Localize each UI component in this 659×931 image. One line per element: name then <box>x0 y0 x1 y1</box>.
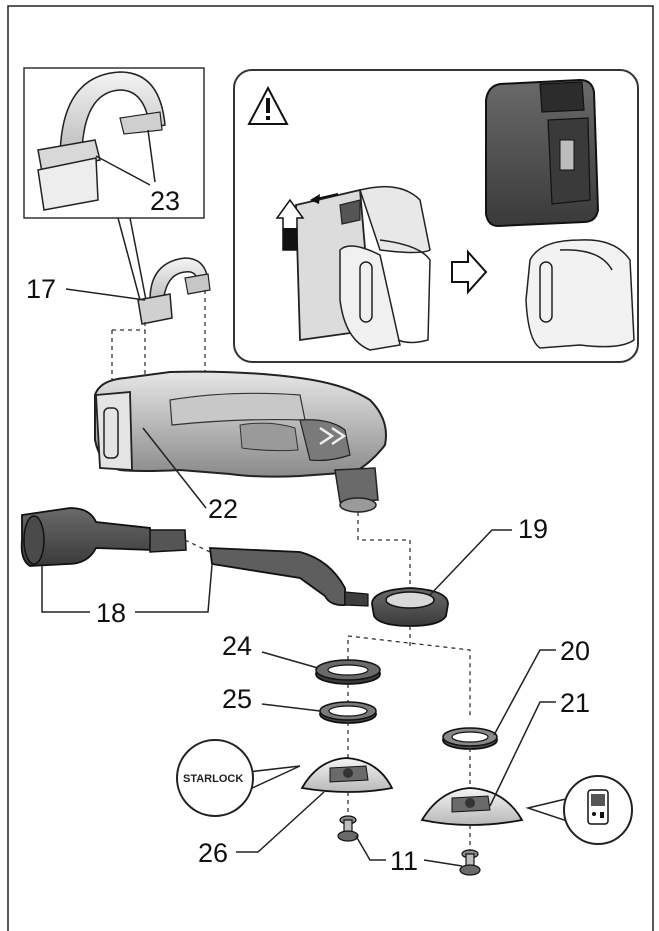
clamp-detail-box: 23 <box>23 67 205 219</box>
part-18-dust-nozzle <box>20 507 369 607</box>
part-label-23: 23 <box>150 186 180 216</box>
leader-22 <box>142 427 207 509</box>
starlock-text: STARLOCK <box>183 773 243 785</box>
page-frame <box>7 5 654 931</box>
part-label-11: 11 <box>390 846 418 876</box>
part-label-26: 26 <box>198 838 228 868</box>
part-label-20: 20 <box>560 636 590 666</box>
blade-icon <box>587 789 609 825</box>
part-20-ring <box>442 727 498 750</box>
detail-callout-line <box>117 217 141 301</box>
part-label-17: 17 <box>26 274 56 304</box>
part-25-ring <box>319 701 377 724</box>
battery-warning-inset <box>233 69 639 363</box>
part-26-sanding-base <box>300 757 394 793</box>
leader-24 <box>261 651 319 669</box>
part-11-screw-left <box>337 815 359 842</box>
starlock-badge: STARLOCK <box>176 739 301 817</box>
leader-21 <box>489 701 556 807</box>
part-label-19: 19 <box>518 514 548 544</box>
leader-19 <box>429 529 512 596</box>
leader-18 <box>135 564 213 613</box>
multi-tool-body <box>94 370 387 513</box>
part-label-22: 22 <box>208 494 238 524</box>
arrow-right-icon <box>451 249 488 295</box>
leader-11 <box>423 859 463 867</box>
leader-26 <box>236 791 325 853</box>
assembly-dash <box>357 512 411 588</box>
leader-20 <box>493 649 556 736</box>
blade-badge <box>525 775 633 845</box>
part-19-adapter <box>371 587 449 627</box>
leader-25 <box>261 703 321 712</box>
part-label-25: 25 <box>222 684 252 714</box>
part-label-24: 24 <box>222 631 252 661</box>
leader-18 <box>41 565 90 613</box>
part-label-21: 21 <box>560 688 590 718</box>
leader-17 <box>65 288 146 301</box>
leader-11 <box>355 835 386 861</box>
assembly-dash <box>347 635 471 718</box>
part-17-clamp <box>137 257 211 325</box>
assembly-dash <box>184 539 211 553</box>
part-21-sanding-base <box>420 787 524 826</box>
warning-icon <box>247 85 289 125</box>
detail-callout-line <box>129 217 147 301</box>
part-11-screw-right <box>459 849 481 876</box>
arrow-up-icon <box>275 198 305 251</box>
part-label-18: 18 <box>96 598 126 628</box>
part-24-ring <box>315 659 381 685</box>
